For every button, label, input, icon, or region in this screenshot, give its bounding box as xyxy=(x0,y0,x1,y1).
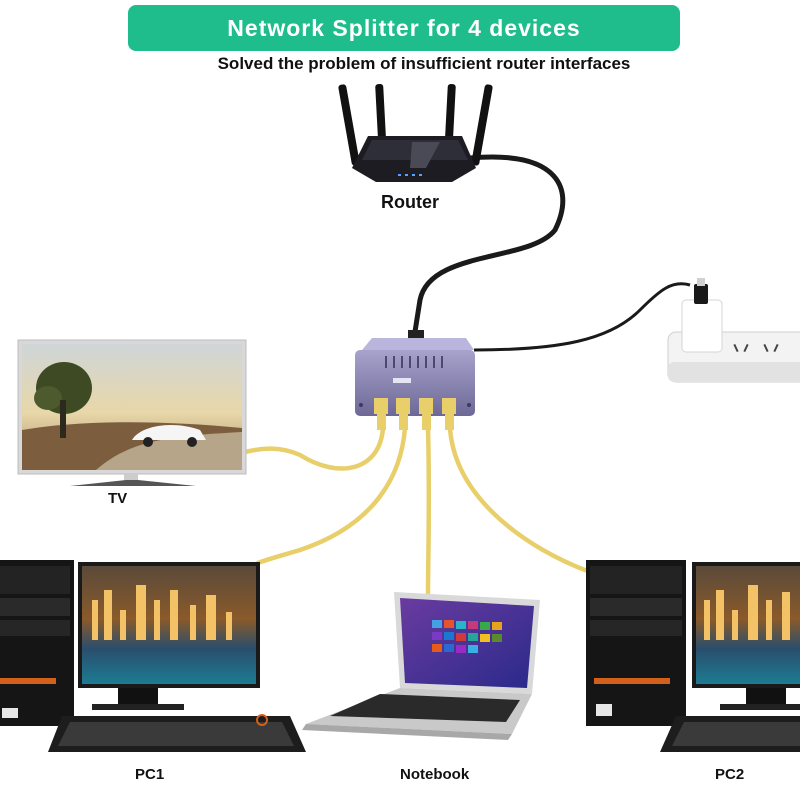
tv-label: TV xyxy=(108,490,128,507)
ethernet-cable-notebook xyxy=(425,425,432,598)
pc2-tower xyxy=(586,560,686,726)
tv-device xyxy=(17,339,247,486)
power-cable xyxy=(473,282,691,352)
pc1-tower xyxy=(0,560,74,726)
page-subtitle: Solved the problem of insufficient route… xyxy=(217,54,631,73)
ethernet-cable-pc1 xyxy=(255,425,408,566)
pc2-keyboard xyxy=(660,716,800,752)
pc2-label: PC2 xyxy=(715,766,745,783)
pc1-keyboard xyxy=(48,714,306,752)
title-banner: Network Splitter for 4 devices xyxy=(128,5,680,51)
router-label: Router xyxy=(381,192,439,212)
ethernet-cable-pc2 xyxy=(447,425,593,575)
router-device xyxy=(338,83,493,182)
pc1-monitor xyxy=(78,562,260,710)
router-to-splitter-cable xyxy=(411,154,566,339)
notebook-label: Notebook xyxy=(400,766,470,783)
notebook-device xyxy=(302,592,540,740)
ethernet-cable-tv xyxy=(242,425,386,471)
power-strip-device xyxy=(667,278,800,383)
pc2-monitor xyxy=(692,562,800,710)
network-splitter-device xyxy=(355,330,475,430)
pc1-label: PC1 xyxy=(135,766,165,783)
page-title: Network Splitter for 4 devices xyxy=(227,14,581,41)
